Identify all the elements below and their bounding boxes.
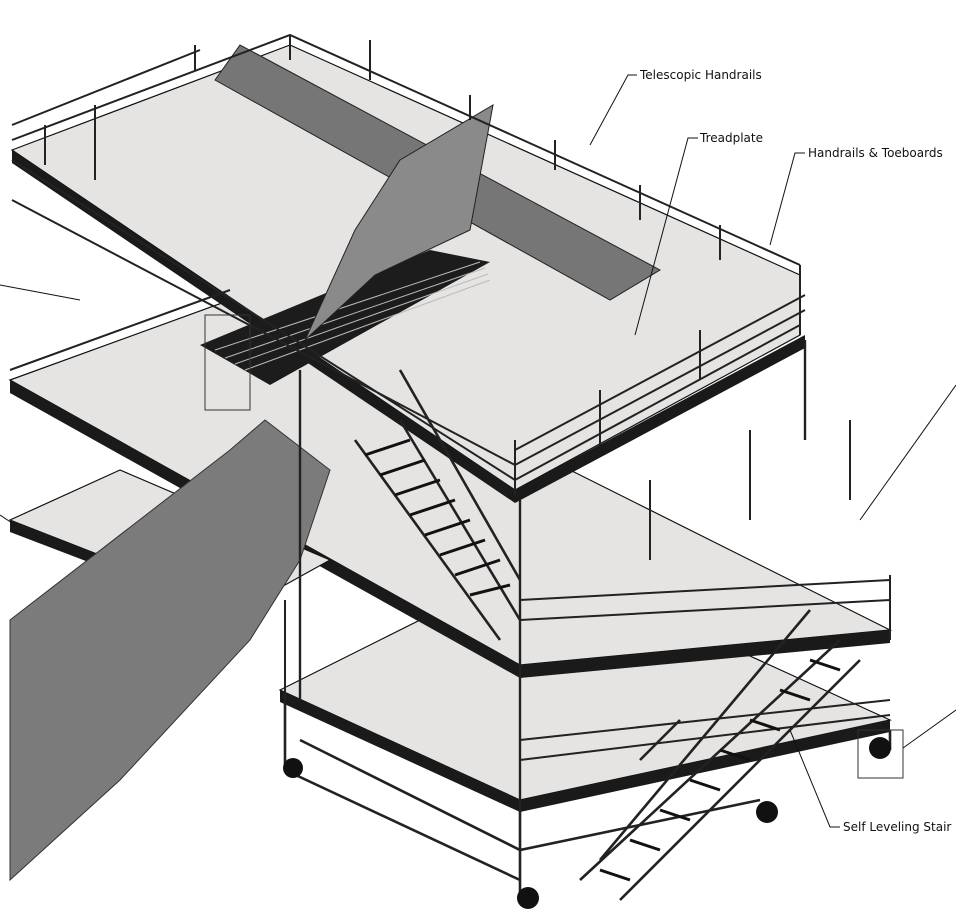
bottom-deck-edge	[280, 690, 520, 812]
casters	[204, 314, 904, 909]
middle-deck-edge-right	[520, 630, 890, 678]
caster-wheel	[283, 758, 303, 778]
treadplate-grating	[200, 250, 491, 385]
self-leveling-stair	[579, 609, 861, 901]
detail-box	[857, 729, 904, 779]
callout-telescopic-handrails: Telescopic Handrails	[639, 68, 762, 82]
grating-walkway	[200, 250, 490, 385]
detail-box	[204, 314, 251, 411]
leader-self-leveling-stair	[789, 729, 840, 828]
caster-wheel	[756, 801, 778, 823]
callout-leaders	[0, 74, 956, 828]
top-deck	[10, 44, 805, 503]
aircraft-tail	[214, 44, 662, 341]
main-stair	[353, 369, 522, 641]
caster-wheel	[517, 887, 539, 909]
leader-telescopic-handrails	[589, 74, 637, 146]
caster-wheel	[869, 737, 891, 759]
grating-bars	[214, 261, 491, 371]
callout-self-leveling-stair: Self Leveling Stair	[843, 820, 951, 834]
callout-handrails-toeboards: Handrails & Toeboards	[808, 146, 943, 160]
leader-handrails-toeboards	[769, 152, 805, 246]
leader-treadplate	[634, 137, 698, 336]
handrails	[9, 33, 891, 810]
vertical-fin	[304, 104, 494, 341]
bottom-chassis-frame	[283, 700, 892, 895]
callout-treadplate: Treadplate	[699, 131, 763, 145]
aircraft-fuselage	[9, 419, 331, 882]
top-deck-edge-right	[515, 335, 805, 503]
